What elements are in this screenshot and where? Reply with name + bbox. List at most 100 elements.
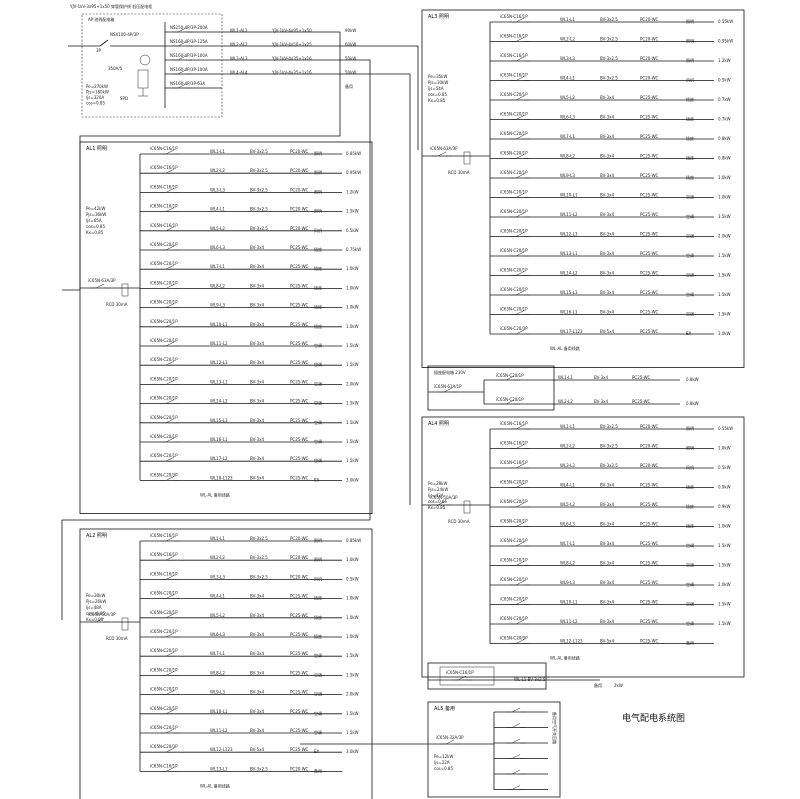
circuit-cable: WL18-L123 <box>210 475 233 480</box>
breaker-switch-icon <box>177 41 187 47</box>
breaker-switch-icon <box>515 212 525 218</box>
circuit-load: 空调 <box>314 342 322 348</box>
circuit-power: 1.0kW <box>718 524 731 529</box>
circuit-wire: BV-3x4 <box>600 580 614 585</box>
breaker-switch-icon <box>165 399 175 404</box>
circuit-power: 1.5kW <box>718 563 731 568</box>
panel-label: AL4 照明 <box>428 421 449 427</box>
circuit-wire: BV-3x2.5 <box>600 56 618 61</box>
circuit-breaker: iC65N-C16/1P <box>150 763 178 768</box>
circuit-load: 插座 <box>686 523 694 529</box>
circuit-pipe: PC20-WC <box>290 574 309 579</box>
panel-main-breaker: iC65N-50A/3P <box>430 495 458 500</box>
circuit-pipe: PC25-WC <box>290 341 309 346</box>
circuit-wire: BV-3x4 <box>250 690 264 695</box>
circuit-power: 1.5kW <box>718 214 731 219</box>
incoming-param: Pjs=180kW <box>86 90 109 95</box>
circuit-cable: WL8-L2 <box>210 283 225 288</box>
circuit-load: 插座 <box>686 96 694 102</box>
circuit-wire: BV-3x4 <box>600 95 614 100</box>
breaker-switch-icon <box>515 561 525 566</box>
circuit-pipe: PC20-WC <box>640 463 659 468</box>
circuit-wire: BV-3x4 <box>250 632 264 637</box>
panel-al2: AL2 照明Pe=30kWPjs=26kWIjs=48Acos=0.85Kx=0… <box>79 528 373 799</box>
current-transformer-icon <box>139 54 151 66</box>
circuit-wire: BV-5x4 <box>600 639 614 644</box>
incoming-circuit-breaker: NS160-4P/3P-63A <box>170 81 205 86</box>
incoming-circuit-breaker: NS250-4P/3P-200A <box>170 25 208 30</box>
circuit-cable: WL17-L2 <box>210 456 228 461</box>
circuit-load: 照明 <box>686 446 694 451</box>
breaker-switch-icon <box>95 283 105 289</box>
circuit-pipe: PC20-WC <box>640 17 659 22</box>
circuit-power: 1.0kW <box>346 557 359 562</box>
circuit-pipe: PC25-WC <box>640 251 659 256</box>
circuit-pipe: PC25-WC <box>290 475 309 480</box>
circuit-cable: WL6-L3 <box>210 245 225 250</box>
circuit-pipe: PC25-WC <box>290 399 309 404</box>
surge-protector-icon <box>137 69 149 89</box>
circuit-pipe: PC25-WC <box>640 522 659 527</box>
circuit-breaker: iC65N-C20/1P <box>150 261 178 266</box>
breaker-switch-icon <box>515 251 525 257</box>
circuit-breaker: iC65N-C20/1P <box>500 248 528 253</box>
circuit-power: 1.0kW <box>346 615 359 620</box>
breaker-switch-icon <box>165 709 175 715</box>
panel-param: Pjs=30kW <box>428 80 448 85</box>
circuit-power: 1.0kW <box>346 634 359 639</box>
circuit-breaker: iC65N-C20/1P <box>500 616 528 621</box>
circuit-breaker: iC65N-C16/1P <box>150 146 178 151</box>
circuit-power: 0.5kW <box>718 465 731 470</box>
circuit-wire: BV-3x2.5 <box>600 444 618 449</box>
circuit-wire: BV-3x4 <box>600 290 614 295</box>
breaker-switch-icon <box>511 738 521 744</box>
breaker-switch-icon <box>165 767 175 772</box>
circuit-breaker: iC65N-C16/1P <box>150 223 178 228</box>
panel-param: cos=0.85 <box>428 499 447 504</box>
breaker-switch-icon <box>511 707 521 713</box>
circuit-wire: BV-3x4 <box>600 212 614 217</box>
bottom-panel-side-label: 备用空气开关回路 <box>552 712 558 744</box>
panel-label: AL3 照明 <box>428 14 449 20</box>
panel-footer: WL-AL 备用线路 <box>550 655 580 661</box>
circuit-load: 空调 <box>686 601 694 607</box>
circuit-breaker: iC65N-C16/1P <box>500 14 528 19</box>
circuit-breaker: iC65N-C20/1P <box>500 287 528 292</box>
breaker-switch-icon <box>165 690 175 695</box>
circuit-breaker: iC65N-C20/1P <box>500 307 528 312</box>
panel-param: Pe=42kW <box>86 206 105 211</box>
small-box-breaker: iC65N-C16/1P <box>446 670 474 675</box>
circuit-wire: BV-3x4 <box>250 322 264 327</box>
incoming-circuit-breaker: NS160-4P/3P-100A <box>170 53 208 58</box>
circuit-power: 0.7kW <box>718 97 731 102</box>
incoming-circuit-cable: WL1-AL1 <box>230 28 248 33</box>
breaker-switch-icon <box>511 785 521 790</box>
circuit-power: 1.5kW <box>718 253 731 258</box>
sub-box-circuit-wire: BV-3x4 <box>594 399 608 404</box>
circuit-breaker: iC65N-C20/1P <box>150 591 178 596</box>
circuit-breaker: iC65N-C16/1P <box>500 53 528 58</box>
circuit-power: 1.5kW <box>718 602 731 607</box>
circuit-load: 插座 <box>314 265 322 271</box>
incoming-circuit-power: 备用 <box>345 83 353 89</box>
circuit-power: 0.9kW <box>718 504 731 509</box>
circuit-wire: BV-3x4 <box>250 341 264 346</box>
circuit-pipe: PC20-WC <box>640 76 659 81</box>
bottom-panel: AL5 备用Pe=12kWIjs=22Acos=0.85iC65N-32A/3P… <box>300 701 561 798</box>
circuit-wire: BV-3x2.5 <box>600 76 618 81</box>
circuit-load: 照明 <box>314 538 322 543</box>
circuit-pipe: PC20-WC <box>290 207 309 212</box>
circuit-load: 空调 <box>686 194 694 200</box>
breaker-switch-icon <box>515 619 525 625</box>
circuit-breaker: iC65N-C20/1P <box>150 415 178 420</box>
circuit-load: 空调 <box>686 233 694 239</box>
circuit-breaker: iC65N-C20/1P <box>500 499 528 504</box>
breaker-switch-icon <box>515 290 525 296</box>
circuit-cable: WL5-L2 <box>560 502 575 507</box>
circuit-cable: WL15-L3 <box>210 418 228 423</box>
panel-param: Ijs=54A <box>428 86 444 91</box>
circuit-cable: WL12-L3 <box>210 360 228 365</box>
circuit-breaker: iC65N-C20/1P <box>150 357 178 362</box>
circuit-power: 0.55kW <box>718 19 733 24</box>
circuit-power: 0.95kW <box>718 39 733 44</box>
